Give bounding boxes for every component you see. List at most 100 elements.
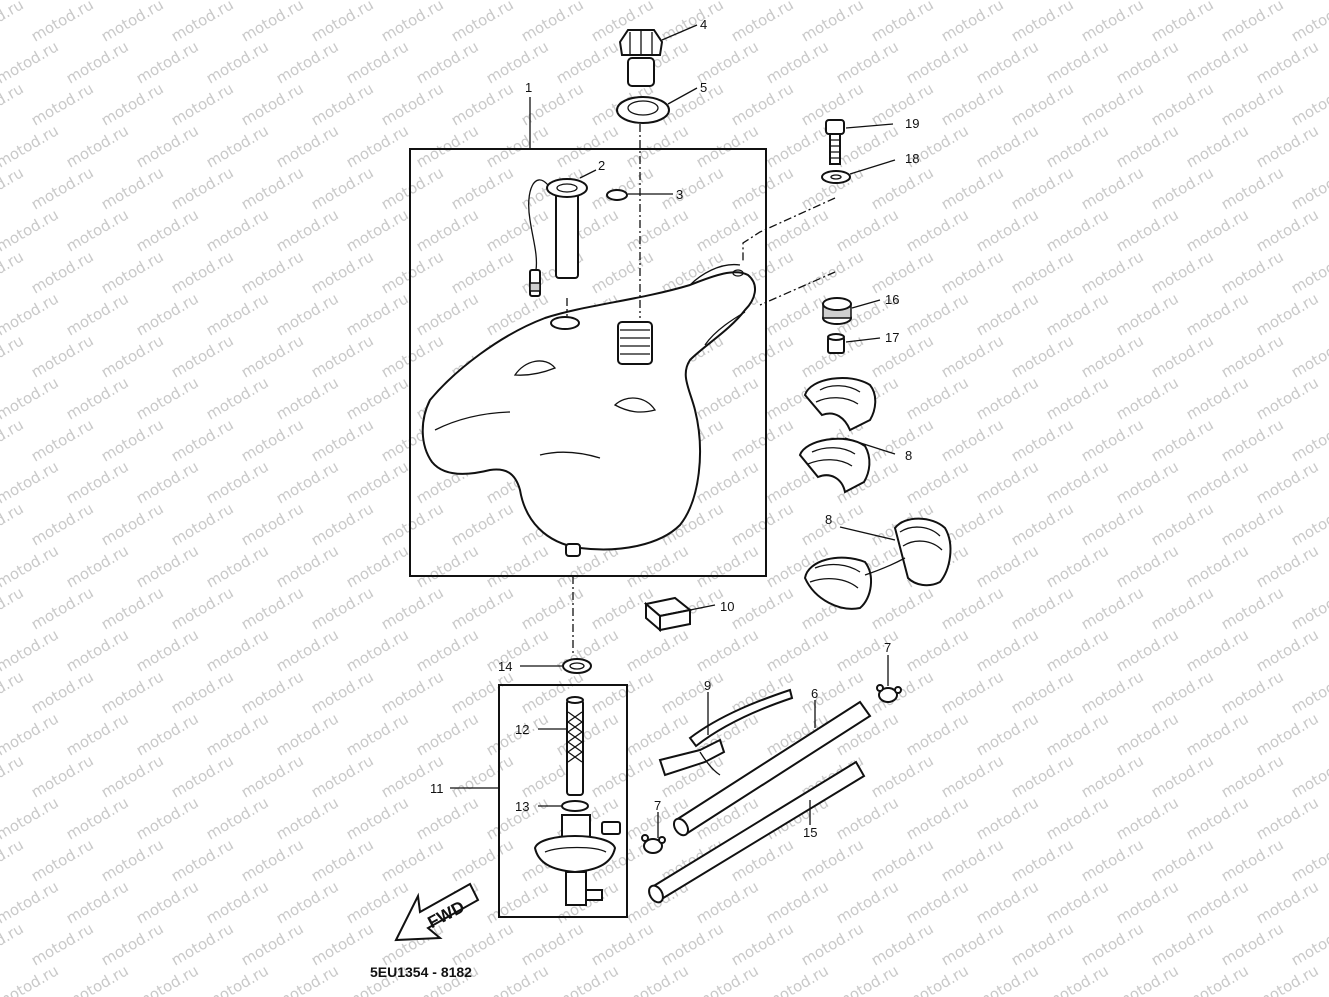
watermark-text: motod.ru [728,331,797,381]
watermark-text: motod.ru [98,0,167,45]
watermark-text: motod.ru [1218,751,1287,801]
watermark-text: motod.ru [693,457,762,507]
watermark-text: motod.ru [308,79,377,129]
watermark-text: motod.ru [483,37,552,87]
watermark-text: motod.ru [0,0,27,45]
callout-6: 6 [811,686,818,701]
watermark-text: motod.ru [1288,835,1329,885]
leader-17 [845,337,881,343]
fuel-tank [421,263,756,557]
watermark-text: motod.ru [1288,499,1329,549]
watermark-text: motod.ru [98,79,167,129]
watermark-text: motod.ru [1148,583,1217,633]
watermark-text: motod.ru [973,373,1042,423]
watermark-text: motod.ru [483,121,552,171]
watermark-text: motod.ru [238,415,307,465]
watermark-text: motod.ru [378,583,447,633]
watermark-text: motod.ru [1113,541,1182,591]
watermark-text: motod.ru [168,331,237,381]
watermark-text: motod.ru [168,163,237,213]
watermark-text: motod.ru [938,415,1007,465]
watermark-text: motod.ru [833,961,902,997]
fuel-tank-group-frame [409,148,767,577]
watermark-text: motod.ru [378,0,447,45]
watermark-text: motod.ru [1008,751,1077,801]
watermark-text: motod.ru [518,583,587,633]
watermark-text: motod.ru [868,751,937,801]
watermark-text: motod.ru [1183,541,1252,591]
watermark-text: motod.ru [728,79,797,129]
watermark-text: motod.ru [938,667,1007,717]
hose-part-9 [658,688,794,777]
watermark-text: motod.ru [1078,163,1147,213]
watermark-text: motod.ru [1008,0,1077,45]
leader-2 [579,169,597,179]
watermark-text: motod.ru [1078,667,1147,717]
watermark-text: motod.ru [98,499,167,549]
watermark-text: motod.ru [1218,163,1287,213]
watermark-text: motod.ru [518,919,587,969]
watermark-text: motod.ru [28,919,97,969]
watermark-text: motod.ru [63,289,132,339]
watermark-text: motod.ru [693,877,762,927]
watermark-text: motod.ru [1043,457,1112,507]
watermark-text: motod.ru [1008,79,1077,129]
watermark-text: motod.ru [308,415,377,465]
watermark-text: motod.ru [1253,541,1322,591]
watermark-text: motod.ru [903,877,972,927]
watermark-text: motod.ru [868,919,937,969]
watermark-text: motod.ru [273,709,342,759]
callout-11: 11 [430,781,444,796]
watermark-text: motod.ru [28,331,97,381]
watermark-text: motod.ru [413,709,482,759]
watermark-text: motod.ru [1043,289,1112,339]
watermark-text: motod.ru [1253,625,1322,675]
watermark-text: motod.ru [1113,793,1182,843]
leader-16 [851,299,881,309]
watermark-text: motod.ru [1218,919,1287,969]
watermark-text: motod.ru [1218,0,1287,45]
watermark-text: motod.ru [203,877,272,927]
callout-13: 13 [515,799,529,814]
watermark-text: motod.ru [343,457,412,507]
watermark-text: motod.ru [1183,793,1252,843]
watermark-text: motod.ru [63,877,132,927]
watermark-text: motod.ru [273,877,342,927]
watermark-text: motod.ru [1253,877,1322,927]
watermark-text: motod.ru [203,793,272,843]
watermark-text: motod.ru [98,247,167,297]
watermark-text: motod.ru [1078,247,1147,297]
watermark-text: motod.ru [588,919,657,969]
watermark-text: motod.ru [273,37,342,87]
watermark-text: motod.ru [133,289,202,339]
watermark-text: motod.ru [938,163,1007,213]
watermark-text: motod.ru [483,625,552,675]
watermark-text: motod.ru [1078,751,1147,801]
watermark-text: motod.ru [0,583,27,633]
watermark-text: motod.ru [1043,877,1112,927]
watermark-text: motod.ru [98,583,167,633]
watermark-text: motod.ru [413,625,482,675]
watermark-text: motod.ru [203,709,272,759]
watermark-text: motod.ru [1183,625,1252,675]
watermark-text: motod.ru [63,121,132,171]
watermark-text: motod.ru [553,877,622,927]
watermark-text: motod.ru [798,835,867,885]
watermark-text: motod.ru [973,37,1042,87]
watermark-text: motod.ru [938,79,1007,129]
watermark-text: motod.ru [63,457,132,507]
callout-17: 17 [885,330,899,345]
watermark-text: motod.ru [308,919,377,969]
watermark-text: motod.ru [1218,667,1287,717]
watermark-text: motod.ru [448,835,517,885]
watermark-text: motod.ru [28,751,97,801]
watermark-text: motod.ru [378,835,447,885]
watermark-text: motod.ru [1078,415,1147,465]
watermark-text: motod.ru [378,163,447,213]
watermark-text: motod.ru [1148,331,1217,381]
watermark-text: motod.ru [1183,961,1252,997]
callout-10: 10 [720,599,734,614]
watermark-text: motod.ru [168,835,237,885]
watermark-text: motod.ru [1008,667,1077,717]
